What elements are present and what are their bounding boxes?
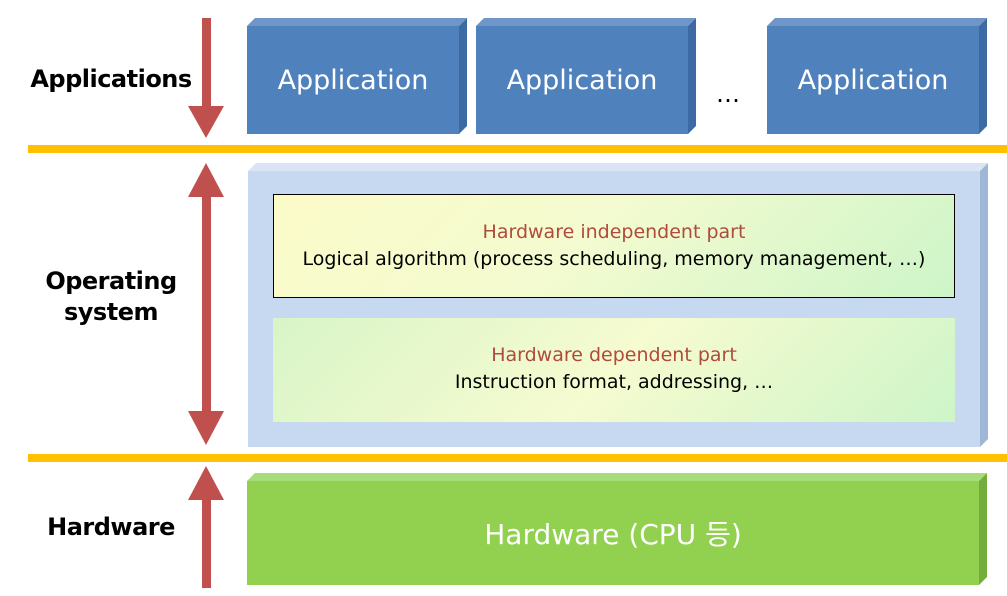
hardware-up-arrow [188,466,224,588]
hardware-dependent-desc: Instruction format, addressing, … [454,371,774,393]
application-box-3-label: Application [797,64,949,96]
application-box-3: Application [767,18,987,134]
hardware-box-label: Hardware (CPU 등) [484,518,742,551]
hardware-independent-desc: Logical algorithm (process scheduling, m… [302,248,926,270]
divider-bottom [28,454,1007,462]
operating-system-layer-label: Operating system [28,266,194,328]
hardware-box: Hardware (CPU 등) [247,473,987,585]
hardware-layer-label: Hardware [47,513,175,541]
applications-layer-label: Applications [30,65,192,93]
applications-down-arrow [188,18,224,138]
hardware-dependent-part-box: Hardware dependent part Instruction form… [273,318,955,422]
hardware-independent-part-box: Hardware independent part Logical algori… [273,194,955,298]
hardware-independent-title: Hardware independent part [482,221,746,243]
application-box-2: Application [476,18,696,134]
os-bidirectional-arrow [188,163,224,445]
applications-ellipsis: … [716,80,740,108]
divider-top [28,145,1007,153]
application-box-2-label: Application [506,64,658,96]
os-label-line2: system [64,298,158,326]
os-label-line1: Operating [45,267,177,295]
application-box-1: Application [247,18,467,134]
hardware-dependent-title: Hardware dependent part [491,344,737,366]
application-box-1-label: Application [277,64,429,96]
